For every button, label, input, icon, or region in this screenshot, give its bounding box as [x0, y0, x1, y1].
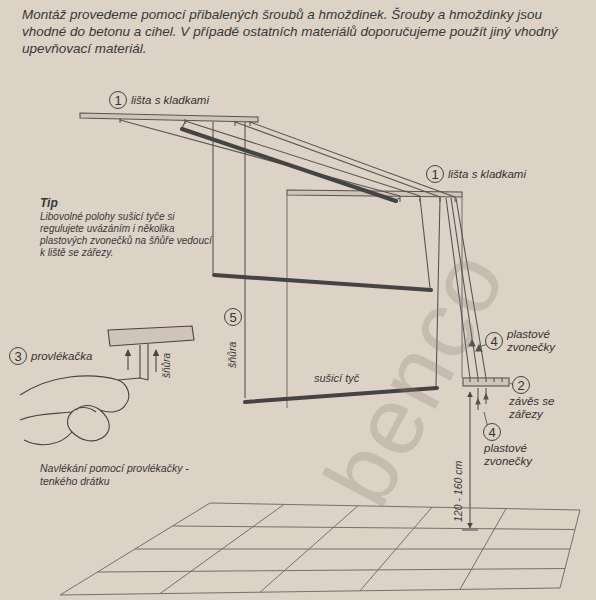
floor-line: [60, 588, 560, 595]
floor-line: [98, 569, 566, 573]
part-name: lišta s kladkami: [130, 94, 210, 107]
tip-heading: Tip: [40, 196, 58, 210]
callout: 2závěs se zářezy: [512, 376, 572, 421]
height-dimension: [462, 392, 478, 530]
cord-label: šňůra: [226, 342, 239, 368]
callout: 1lišta s kladkami: [426, 165, 527, 183]
callout: 3provlékačka: [9, 347, 93, 365]
part-name: závěs se zářezy: [508, 395, 572, 421]
floor-line: [460, 509, 506, 590]
callout-number: 3: [9, 347, 27, 365]
floor-line: [260, 506, 358, 592]
callout-number: 4: [485, 332, 503, 350]
tip-note: Libovolné polohy sušicí tyče si reguluje…: [40, 211, 215, 259]
callout-number: 1: [109, 91, 127, 109]
floor-line: [135, 549, 570, 550]
callout-number: 1: [426, 165, 444, 183]
height-dimension-label: 120 - 160 cm: [452, 461, 465, 522]
floor-grid: [60, 503, 580, 595]
part-name: provlékačka: [30, 350, 93, 363]
callout: 5: [224, 308, 242, 326]
callout-number: 4: [483, 423, 501, 441]
instruction-note: Montáž provedeme pomocí přibalených šrou…: [22, 6, 578, 57]
threading-inset: [20, 326, 194, 445]
part-name: plastové zvonečky: [506, 328, 582, 354]
floor-line: [173, 526, 576, 530]
part-name: plastové zvonečky: [483, 442, 559, 468]
callout: 1lišta s kladkami: [109, 91, 210, 109]
callout-number: 5: [224, 308, 242, 326]
callout-number: 2: [512, 376, 530, 394]
callout: 4plastové zvonečky: [485, 328, 582, 354]
floor-line: [560, 510, 580, 588]
floor-line: [160, 504, 284, 593]
part-name: lišta s kladkami: [447, 168, 527, 181]
inset-caption: Navlékání pomocí provlékačky -tenkého dr…: [40, 462, 215, 488]
cord-label: šňůra: [161, 353, 173, 378]
floor-line: [60, 503, 210, 595]
rod-label: sušicí tyč: [312, 372, 361, 385]
callout: 4plastové zvonečky: [483, 423, 559, 468]
